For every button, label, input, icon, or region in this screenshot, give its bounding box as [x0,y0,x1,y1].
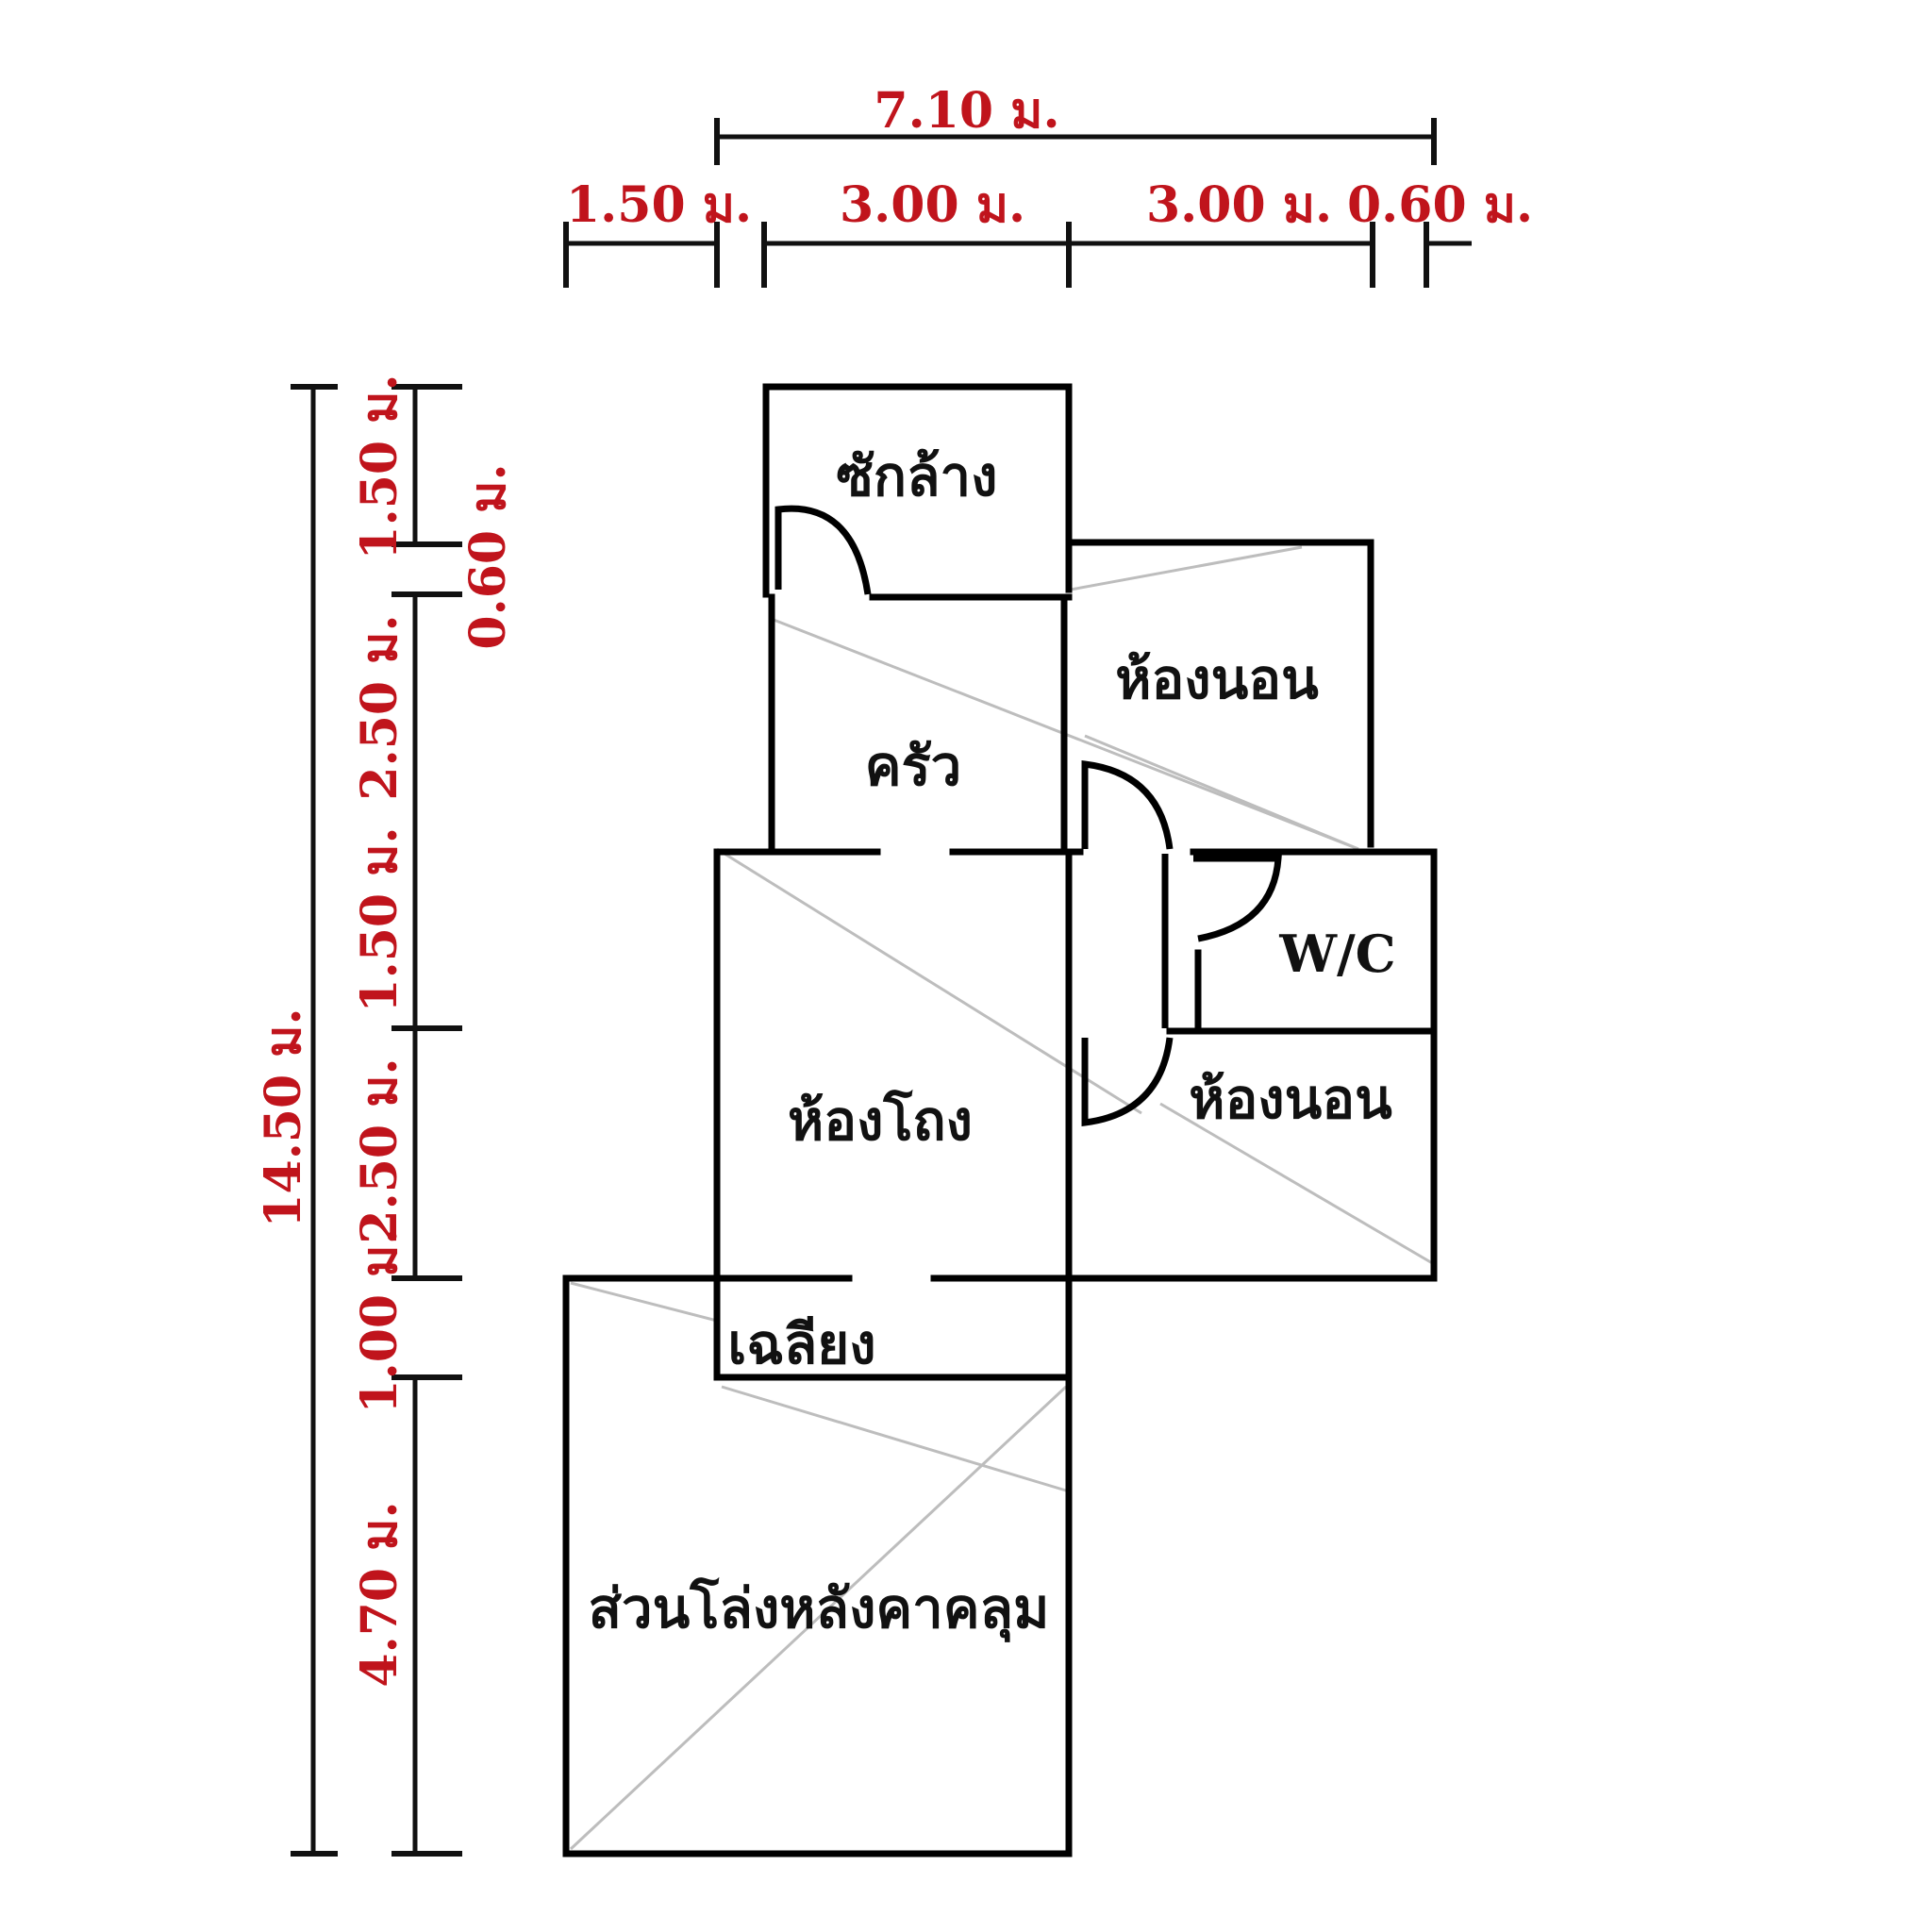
room-laundry: ซักล้าง [837,444,998,508]
wall-bedroom-top [1068,539,1374,848]
dim-top-seg-4: 0.60 ม. [1347,176,1533,234]
door-laundry [774,505,872,595]
dim-left-seg-3: 2.50 ม. [351,614,408,800]
dim-left-seg-6: 1.00 ม. [351,1227,408,1413]
dim-top-seg-1: 1.50 ม. [566,176,752,234]
walls [562,383,1438,1857]
dim-top-seg-3: 3.00 ม. [1146,176,1332,234]
room-porch: เฉลียง [727,1312,875,1376]
dim-left-seg-7: 4.70 ม. [351,1501,408,1687]
room-labels: ซักล้าง ห้องนอน ครัว W/C ห้องโถง ห้องนอน… [589,444,1396,1643]
room-bedroom-bottom: ห้องนอน [1189,1067,1392,1131]
wall-laundry [762,383,1073,598]
dim-total-height: 14.50 ม. [255,1008,312,1227]
room-bedroom-top: ห้องนอน [1115,647,1319,711]
room-covered-area: ส่วนโล่งหลังคาคลุม [589,1575,1050,1643]
dimension-labels: 7.10 ม. 1.50 ม. 3.00 ม. 3.00 ม. 0.60 ม. … [255,82,1533,1688]
door-bedroom-top [1081,760,1174,850]
dim-top-seg-2: 3.00 ม. [840,176,1025,234]
room-kitchen: ครัว [865,734,962,798]
room-hall: ห้องโถง [788,1088,973,1153]
dim-left-seg-1: 1.50 ม. [351,374,408,559]
dim-total-width: 7.10 ม. [874,82,1059,140]
door-bedroom-bottom [1081,1037,1174,1126]
dim-left-seg-4: 1.50 ม. [351,826,408,1012]
left-dimensions [291,384,462,1857]
dim-left-seg-5: 2.50 ม. [351,1058,408,1243]
room-wc: W/C [1278,924,1395,984]
dim-left-seg-2: 0.60 ม. [459,463,517,649]
door-swings [774,505,1282,1126]
door-wc [1193,855,1282,942]
room-diagonals [569,545,1435,1851]
top-dimensions [563,118,1472,288]
